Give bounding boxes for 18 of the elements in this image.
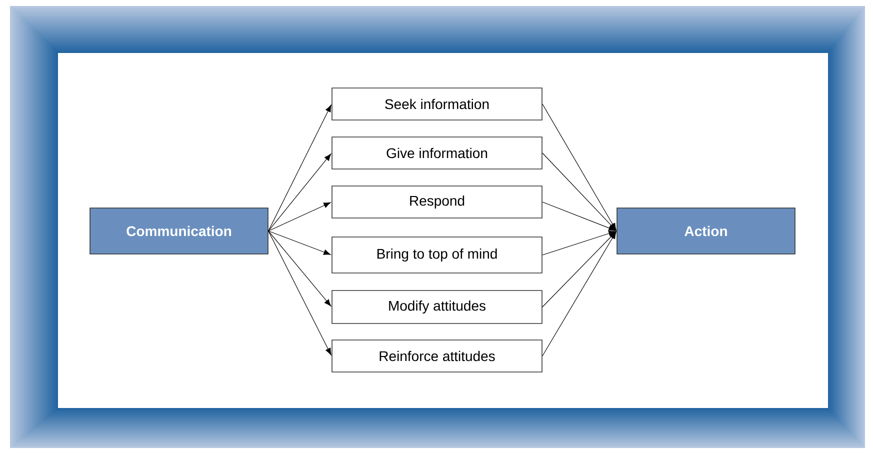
process-box: Communication xyxy=(90,208,268,254)
step-box: Give information xyxy=(332,136,542,170)
arrow xyxy=(542,232,616,356)
step-box: Seek information xyxy=(332,88,542,120)
arrow xyxy=(268,230,332,306)
arrow xyxy=(268,230,331,255)
arrow xyxy=(268,202,331,232)
step-box: Reinforce attitudes xyxy=(332,340,542,372)
step-box: Bring to top of mind xyxy=(332,236,542,274)
arrow xyxy=(268,154,332,232)
arrow xyxy=(542,152,616,230)
arrow xyxy=(268,104,332,232)
arrow xyxy=(268,230,332,356)
step-box: Modify attitudes xyxy=(332,290,542,324)
process-box: Action xyxy=(616,208,796,254)
step-box: Respond xyxy=(332,186,542,218)
arrow xyxy=(542,202,616,231)
arrow xyxy=(542,230,616,256)
